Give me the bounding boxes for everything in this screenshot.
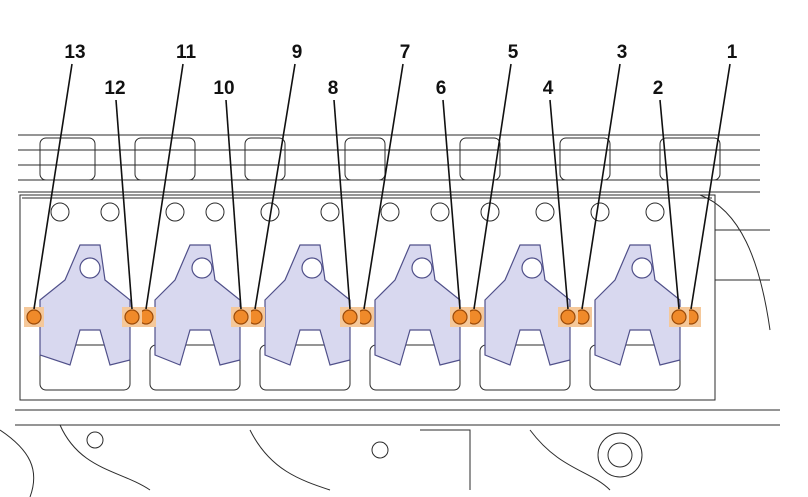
leader-line-13 <box>33 63 73 310</box>
leader-line-1 <box>690 63 731 310</box>
leader-line-9 <box>254 63 296 310</box>
callout-label-11: 11 <box>176 42 197 63</box>
leader-line-7 <box>363 63 404 310</box>
callout-label-3: 3 <box>617 42 628 63</box>
leader-line-8 <box>333 99 351 310</box>
callout-label-10: 10 <box>213 78 234 99</box>
callout-label-2: 2 <box>653 78 664 99</box>
bolt-marker-2 <box>671 309 687 325</box>
rocker-assembly-2 <box>154 244 241 366</box>
rocker-assembly-3 <box>264 244 351 366</box>
callout-label-13: 13 <box>64 42 85 63</box>
leader-line-3 <box>581 63 621 310</box>
callout-labels: 13 12 11 10 9 8 7 6 5 4 3 2 1 <box>64 42 737 99</box>
rocker-assemblies <box>39 244 681 366</box>
leader-line-6 <box>442 99 461 310</box>
bolt-marker-4 <box>560 309 576 325</box>
rocker-assembly-1 <box>39 244 131 366</box>
rocker-assembly-6 <box>594 244 681 366</box>
bolt-marker-12 <box>124 309 140 325</box>
callout-label-9: 9 <box>292 42 303 63</box>
leader-line-11 <box>145 63 184 310</box>
bolt-marker-13 <box>26 309 42 325</box>
rocker-assembly-4 <box>374 244 461 366</box>
bolt-markers <box>24 307 701 327</box>
callout-label-7: 7 <box>400 42 411 63</box>
leader-line-10 <box>225 99 242 310</box>
rocker-assembly-5 <box>484 244 571 366</box>
bolt-marker-6 <box>452 309 468 325</box>
callout-label-12: 12 <box>104 78 125 99</box>
bolt-marker-8 <box>342 309 358 325</box>
leader-lines <box>33 63 731 310</box>
leader-line-4 <box>549 99 569 310</box>
leader-line-5 <box>473 63 512 310</box>
callout-label-6: 6 <box>436 78 447 99</box>
callout-label-1: 1 <box>727 42 738 63</box>
callout-label-5: 5 <box>508 42 519 63</box>
leader-line-2 <box>659 99 680 310</box>
bolt-marker-10 <box>233 309 249 325</box>
leader-line-12 <box>115 99 133 310</box>
callout-label-4: 4 <box>543 78 554 99</box>
callout-label-8: 8 <box>328 78 339 99</box>
